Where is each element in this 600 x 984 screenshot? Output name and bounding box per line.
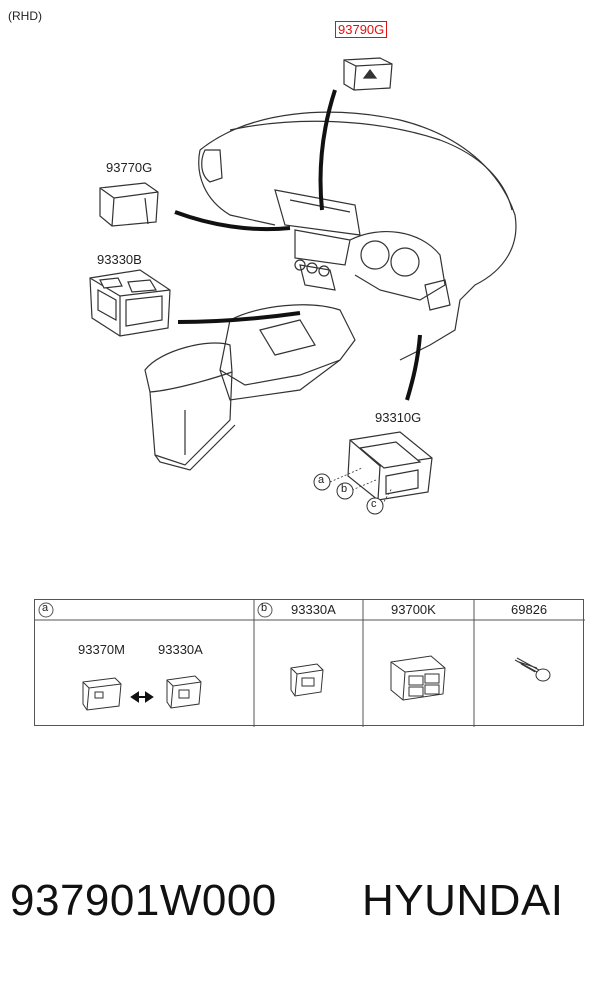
interchange-arrow-icon — [130, 691, 154, 703]
part-label-93310g: 93310G — [375, 410, 422, 425]
table-ref-a: a — [42, 602, 49, 614]
switch-panel-93330b-icon — [89, 269, 171, 337]
ref-circles — [313, 473, 384, 515]
ref-a-label: a — [318, 474, 325, 486]
brand-name: HYUNDAI — [362, 876, 564, 925]
switch-block-93700k-icon — [390, 655, 446, 701]
part-label-93770g: 93770G — [106, 160, 153, 175]
ref-b-label: b — [341, 483, 348, 495]
highlighted-part-label: 93790G — [335, 21, 388, 38]
switch-93790g-icon — [343, 57, 393, 91]
table-part-93330a: 93330A — [158, 642, 203, 657]
part-number: 937901W000 — [10, 876, 277, 925]
table-header-69826: 69826 — [511, 602, 548, 617]
switch-93330a-icon — [166, 675, 202, 709]
dashboard-outline — [144, 111, 517, 471]
switch-93330a-b-icon — [290, 663, 324, 697]
ref-leaders — [329, 467, 393, 506]
screw-69826-icon — [514, 657, 551, 682]
table-ref-b: b — [261, 602, 268, 614]
switch-93770g-icon — [99, 182, 159, 227]
variant-label: (RHD) — [8, 9, 42, 23]
table-part-93370m: 93370M — [78, 642, 125, 657]
dashboard-exploded-diagram — [89, 57, 517, 515]
switch-module-93310g-icon — [347, 431, 433, 501]
part-label-93330b: 93330B — [97, 252, 142, 267]
leader-lines — [174, 89, 422, 401]
ref-c-label: c — [371, 498, 377, 510]
table-header-93700k: 93700K — [391, 602, 436, 617]
switch-93370m-icon — [82, 677, 122, 711]
table-header-93330a: 93330A — [291, 602, 336, 617]
parts-table: a b 93330A 93700K 69826 93370M 93330A — [34, 599, 585, 727]
parts-table-grid — [35, 600, 585, 727]
